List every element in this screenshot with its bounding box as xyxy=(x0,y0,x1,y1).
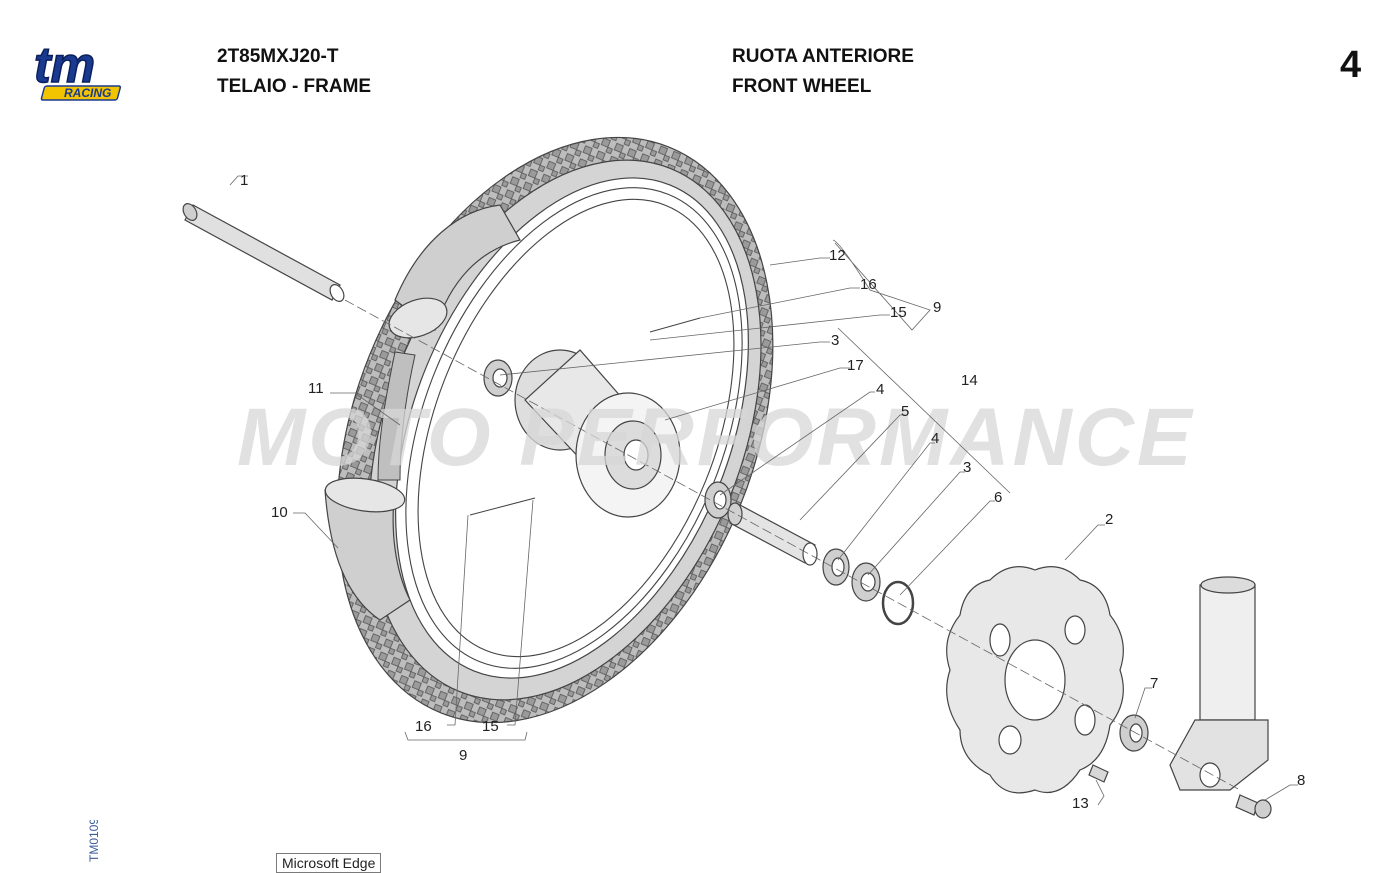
title-italian: RUOTA ANTERIORE xyxy=(732,46,914,67)
disc-bolt xyxy=(1088,764,1109,783)
callout-5: 5 xyxy=(901,403,909,420)
section-label: TELAIO - FRAME xyxy=(217,76,372,97)
tm-racing-logo: tm RACING xyxy=(30,36,155,106)
callout-11: 11 xyxy=(308,380,324,397)
callout-15-upper: 15 xyxy=(890,304,907,321)
axle-clamp-bolt xyxy=(1235,794,1272,819)
washer-4-left xyxy=(704,481,732,519)
title-english: FRONT WHEEL xyxy=(732,76,872,97)
callout-16-lower: 16 xyxy=(415,718,432,735)
callout-13: 13 xyxy=(1072,795,1089,812)
model-code: 2T85MXJ20-T xyxy=(217,46,339,67)
part-title: RUOTA ANTERIORE FRONT WHEEL xyxy=(732,42,914,102)
circlip xyxy=(881,580,915,626)
svg-text:TM0109: TM0109 xyxy=(87,820,101,862)
brake-disc xyxy=(946,566,1124,794)
model-header: 2T85MXJ20-T TELAIO - FRAME xyxy=(217,42,371,102)
browser-tooltip: Microsoft Edge xyxy=(276,853,382,873)
axle xyxy=(182,203,345,302)
assembly-axis xyxy=(344,299,1241,791)
callout-8: 8 xyxy=(1297,772,1305,789)
callout-10: 10 xyxy=(271,504,288,521)
svg-text:tm: tm xyxy=(34,44,95,93)
callout-14: 14 xyxy=(961,372,978,389)
page-number: 4 xyxy=(1340,44,1362,86)
callout-4-left: 4 xyxy=(876,381,884,398)
inner-tube xyxy=(324,204,521,621)
spacer-tube xyxy=(727,502,818,566)
callout-9-lower: 9 xyxy=(459,747,467,764)
callout-12: 12 xyxy=(829,247,846,264)
callout-7: 7 xyxy=(1150,675,1158,692)
leader-lines xyxy=(229,175,1298,806)
wheel-hub xyxy=(514,349,681,518)
rim-band xyxy=(377,351,416,481)
disc-spacer-bushing xyxy=(1119,714,1149,752)
callout-2: 2 xyxy=(1105,511,1113,528)
svg-text:RACING: RACING xyxy=(64,86,111,100)
callout-16-upper: 16 xyxy=(860,276,877,293)
callout-1: 1 xyxy=(240,172,248,189)
callout-9-upper: 9 xyxy=(933,299,941,316)
callout-3-left: 3 xyxy=(831,332,839,349)
spoke-and-nipple xyxy=(469,317,701,516)
callout-15-lower: 15 xyxy=(482,718,499,735)
watermark: MOTO PERFORMANCE xyxy=(237,392,1195,483)
fork-leg xyxy=(1169,576,1269,791)
callout-6: 6 xyxy=(994,489,1002,506)
callout-4-right: 4 xyxy=(931,430,939,447)
washer-4-right xyxy=(822,548,850,586)
callout-17: 17 xyxy=(847,357,864,374)
callout-labels: 1 2 3 3 4 4 5 6 7 8 9 9 10 11 12 13 14 1… xyxy=(240,172,1305,812)
callout-3-right: 3 xyxy=(963,459,971,476)
drawing-code: TM0109 xyxy=(78,818,118,865)
bearing-right xyxy=(851,562,881,602)
